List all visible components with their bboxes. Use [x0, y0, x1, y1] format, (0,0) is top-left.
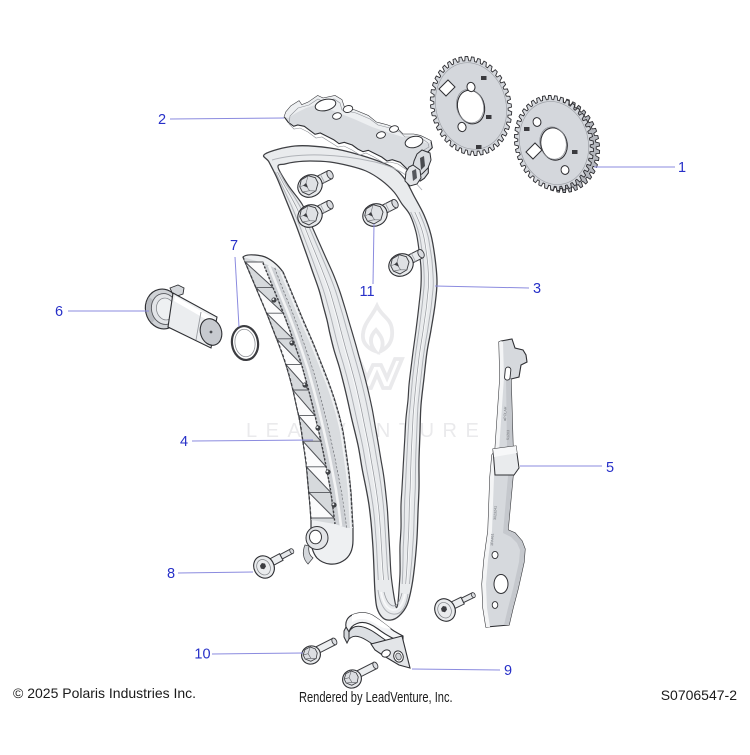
svg-text:3023241: 3023241 [493, 506, 498, 520]
svg-text:7: 7 [230, 238, 238, 254]
svg-text:2: 2 [158, 112, 166, 128]
svg-text:© 2025 Polaris Industries Inc.: © 2025 Polaris Industries Inc. [13, 685, 196, 701]
svg-text:1: 1 [678, 160, 686, 176]
svg-text:●POLΑH: ●POLΑH [503, 406, 508, 421]
svg-text:10: 10 [194, 647, 210, 663]
svg-text:1PA461: 1PA461 [490, 533, 495, 546]
svg-text:11: 11 [359, 284, 374, 300]
svg-text:Rendered by LeadVenture, Inc.: Rendered by LeadVenture, Inc. [299, 688, 453, 705]
svg-text:8: 8 [167, 566, 175, 582]
svg-text:9: 9 [504, 663, 512, 679]
svg-text:6: 6 [55, 304, 63, 320]
svg-text:4: 4 [180, 434, 188, 450]
svg-text:51203: 51203 [506, 430, 510, 440]
svg-text:S0706547-2: S0706547-2 [661, 687, 738, 703]
svg-text:5: 5 [606, 460, 614, 476]
svg-text:3: 3 [533, 281, 541, 297]
